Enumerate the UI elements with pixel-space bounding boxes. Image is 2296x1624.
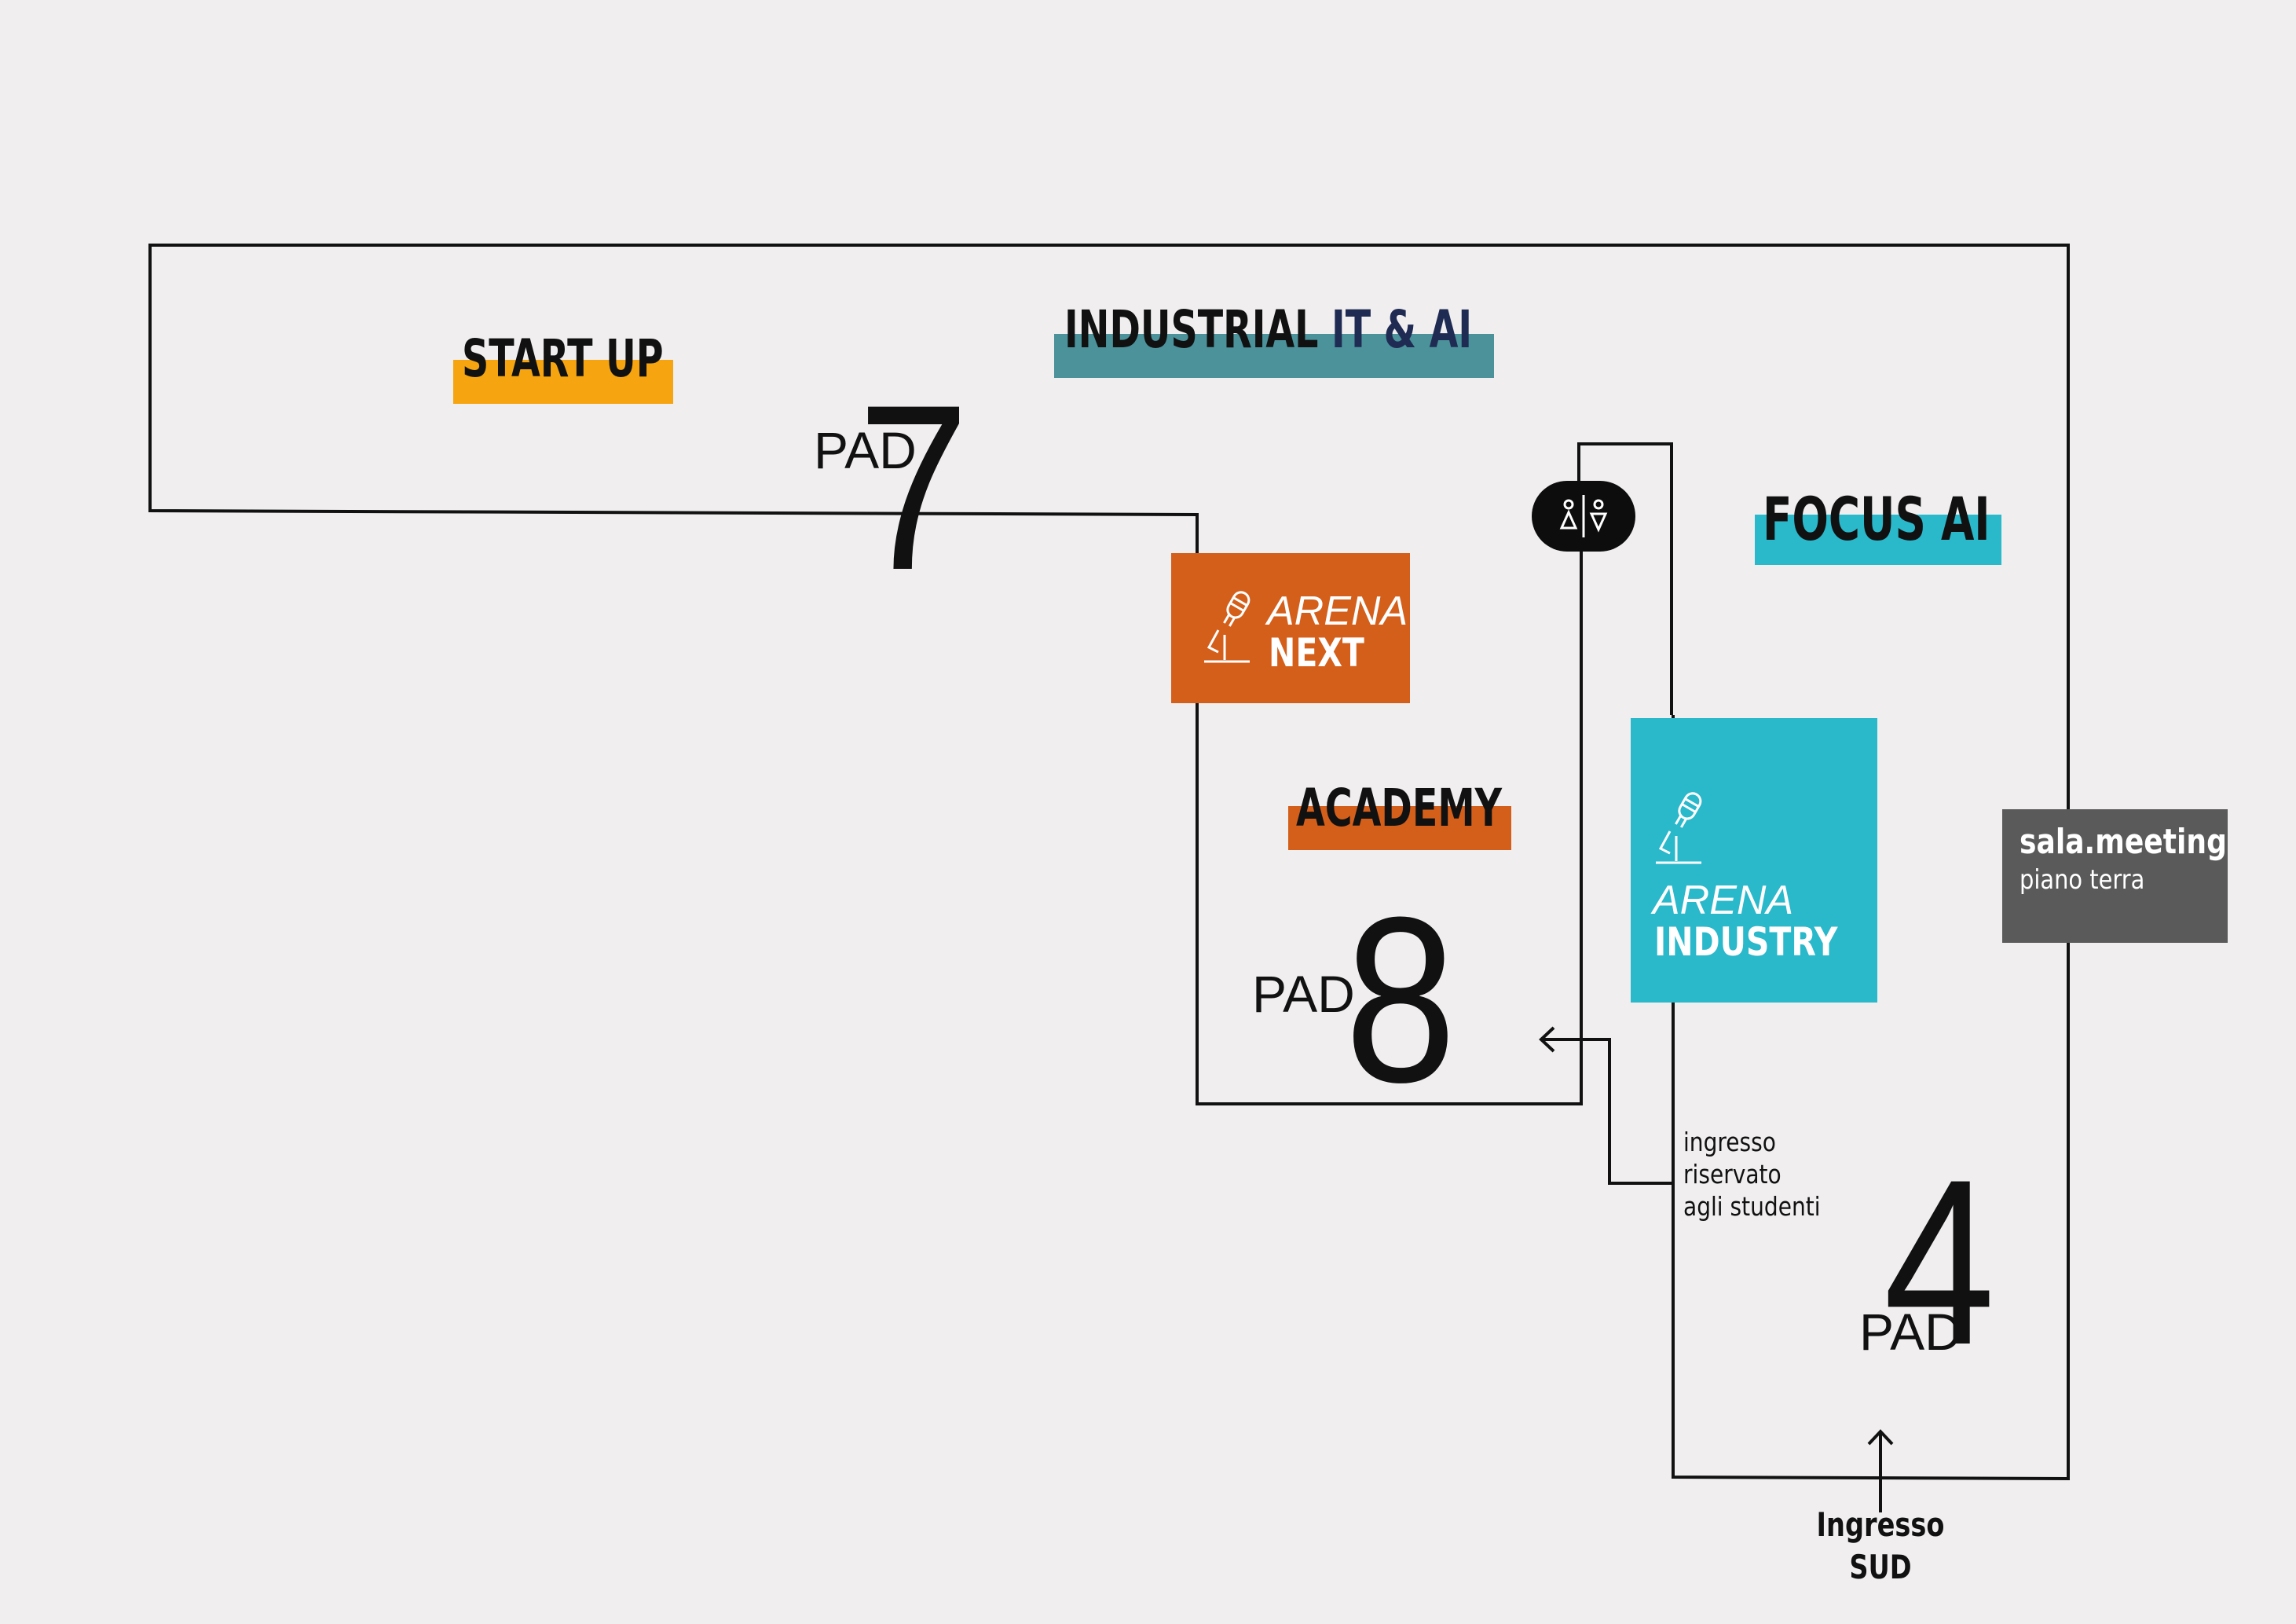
students-entrance-line1: ingresso [1683,1127,1776,1157]
students-entrance-arrowhead [1539,1026,1555,1053]
pad8-prefix: PAD [1252,965,1355,1023]
pad8-outline [1196,550,1583,1105]
industrial-label: INDUSTRIAL IT & AI [1064,304,1472,356]
academy-highlight [1288,806,1511,850]
south-entrance-arrowhead [1867,1429,1894,1446]
sala-meeting-title: sala.meeting [2020,822,2227,862]
industrial-highlight [1054,334,1494,378]
south-entrance-label: Ingresso SUD [1800,1504,1961,1589]
arena-industry-line1: ARENA [1653,878,1794,923]
arena-next-line2: NEXT [1269,630,1364,676]
pad7-outline [148,244,2070,809]
arena-next-line1: ARENA [1267,588,1408,634]
focus-ai-label: FOCUS AI [1763,484,1990,554]
students-entrance-line3: agli studenti [1683,1191,1821,1222]
pad4-number: 4 [1884,1130,1995,1394]
arena-next-box: ARENA NEXT [1171,553,1410,703]
pad4-prefix: PAD [1859,1303,1962,1361]
pad8-number: 8 [1345,867,1456,1131]
microphone-icon [1656,792,1702,864]
arena-industry-line2: INDUSTRY [1654,919,1838,965]
sala-meeting-box: sala.meeting piano terra [2002,809,2228,943]
pad4-outline [1672,715,2070,1481]
sala-meeting-subtitle: piano terra [2020,864,2145,896]
students-entrance-label: ingresso riservato agli studenti [1683,1126,1821,1223]
restroom-icon [1532,481,1635,552]
microphone-icon [1204,591,1251,663]
south-entrance-line1: Ingresso [1816,1505,1945,1544]
focus-ai-highlight [1755,515,2001,565]
industrial-label-main: INDUSTRIAL [1064,299,1319,360]
academy-label: ACADEMY [1296,778,1503,838]
pad7-prefix: PAD [814,421,917,479]
pad4-inner-outline [1577,442,1673,715]
start-up-label: START UP [462,328,664,389]
pad7-number: 7 [858,355,969,619]
students-entrance-path [1541,1038,1673,1185]
arena-industry-box: ARENA INDUSTRY [1631,718,1877,1003]
start-up-highlight [453,360,673,404]
students-entrance-line2: riservato [1683,1159,1782,1190]
industrial-label-accent: IT & AI [1331,299,1473,360]
south-entrance-line2: SUD [1849,1548,1912,1586]
